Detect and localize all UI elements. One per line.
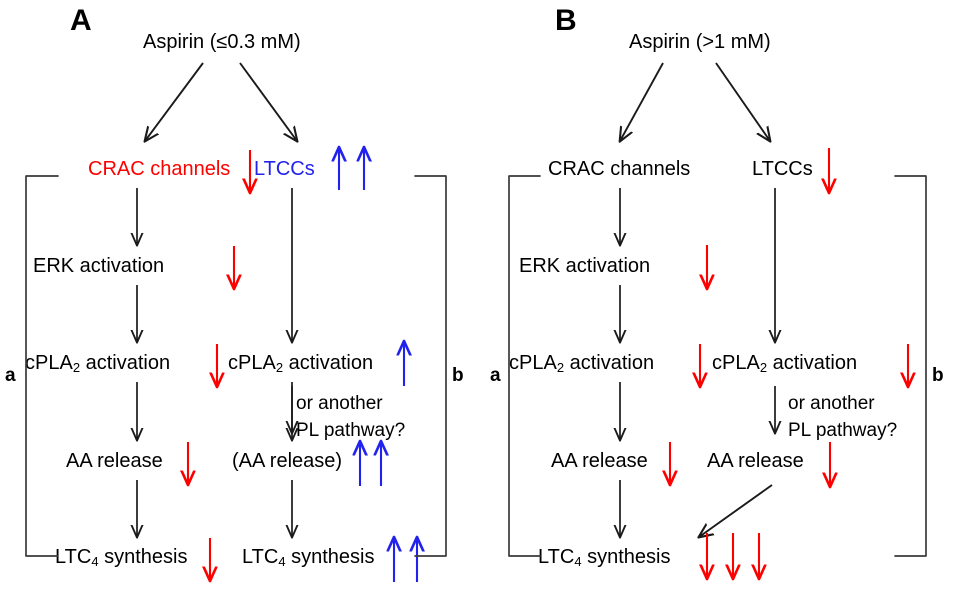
panel-a-stimulus-aspirin: Aspirin (≤0.3 mM): [143, 31, 301, 53]
panel-a-node-erk-activation: ERK activation: [33, 255, 165, 277]
cpla2-suffix: activation: [80, 352, 171, 374]
panel-b-bracket-label-a: a: [490, 365, 501, 386]
panel-a-node-aa-release-left: AA release: [66, 450, 163, 472]
panel-letter-b: B: [555, 4, 577, 37]
panel-a-bracket-label-a: a: [5, 365, 16, 386]
cpla2-suffix: activation: [564, 352, 655, 374]
panel-a-annotation-or-another: or another: [296, 393, 383, 414]
panel-a-node-cpla2-activation-right: cPLA2 activation: [228, 352, 374, 375]
cpla2-text: cPLA: [228, 352, 276, 374]
panel-b-node-ltccs: LTCCs: [752, 158, 813, 180]
cpla2-text: cPLA: [712, 352, 760, 374]
panel-a-node-ltc4-synthesis-left: LTC4 synthesis: [55, 546, 188, 569]
cpla2-subscript: 2: [72, 360, 81, 375]
panel-b-bracket-b: [894, 175, 927, 557]
cpla2-text: cPLA: [25, 352, 73, 374]
panel-b-node-erk-activation: ERK activation: [519, 255, 651, 277]
panel-a-node-crac-channels: CRAC channels: [88, 158, 231, 180]
panel-letter-a: A: [70, 4, 92, 37]
ltc4-subscript: 4: [91, 554, 99, 569]
ltc4-text: LTC: [242, 546, 279, 568]
ltc4-suffix: synthesis: [98, 546, 188, 568]
ltc4-subscript: 4: [574, 554, 582, 569]
cpla2-suffix: activation: [283, 352, 374, 374]
panel-b-stimulus-aspirin: Aspirin (>1 mM): [629, 31, 771, 53]
ltc4-text: LTC: [55, 546, 92, 568]
panel-a-annotation-pl-pathway: PL pathway?: [296, 420, 406, 441]
panel-b-node-cpla2-activation-left: cPLA2 activation: [509, 352, 655, 375]
panel-b-split-arrows: [620, 62, 770, 141]
panel-b-bracket-label-b: b: [932, 365, 944, 386]
panel-b-diagonal-arrow-to-ltc4: [699, 484, 773, 537]
panel-a-bracket-b: [414, 175, 447, 557]
panel-b-node-aa-release-left: AA release: [551, 450, 648, 472]
ltc4-subscript: 4: [278, 554, 286, 569]
cpla2-suffix: activation: [767, 352, 858, 374]
panel-b-node-ltc4-synthesis-left: LTC4 synthesis: [538, 546, 671, 569]
panel-a-node-aa-release-right: (AA release): [232, 450, 343, 472]
cpla2-subscript: 2: [759, 360, 768, 375]
panel-a-node-ltccs: LTCCs: [254, 158, 315, 180]
panel-a-node-ltc4-synthesis-right: LTC4 synthesis: [242, 546, 375, 569]
panel-b-annotation-or-another: or another: [788, 393, 875, 414]
panel-b-node-cpla2-activation-right: cPLA2 activation: [712, 352, 858, 375]
cpla2-subscript: 2: [556, 360, 565, 375]
panel-a-split-arrows: [145, 62, 297, 141]
ltc4-text: LTC: [538, 546, 575, 568]
panel-b-node-aa-release-right: AA release: [707, 450, 804, 472]
panel-a-bracket-label-b: b: [452, 365, 464, 386]
ltc4-suffix: synthesis: [581, 546, 671, 568]
panel-b-annotation-pl-pathway: PL pathway?: [788, 420, 898, 441]
ltc4-suffix: synthesis: [285, 546, 375, 568]
cpla2-text: cPLA: [509, 352, 557, 374]
cpla2-subscript: 2: [275, 360, 284, 375]
panel-b-node-crac-channels: CRAC channels: [548, 158, 691, 180]
panel-a-node-cpla2-activation-left: cPLA2 activation: [25, 352, 171, 375]
